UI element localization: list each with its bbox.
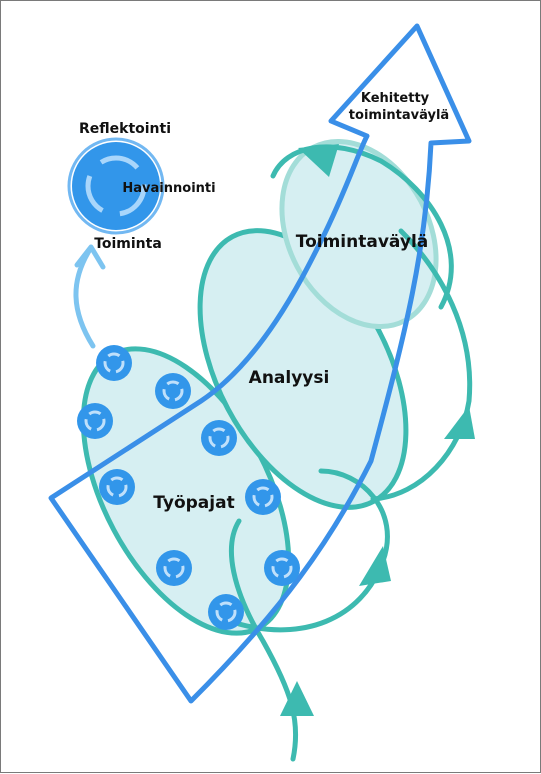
developed-pathway-arrow: [48, 23, 472, 704]
workshop-circle: [99, 469, 135, 505]
workshop-circle: [96, 345, 132, 381]
spiral-arrowhead-4: [298, 144, 339, 177]
phase-label-analysis: Analyysi: [249, 368, 330, 388]
cycle-middle-label: Havainnointi: [122, 181, 215, 196]
action-research-cycle: [67, 137, 165, 235]
spiral-arrowhead-2: [359, 546, 391, 586]
workshop-circle: [155, 373, 191, 409]
workshop-circle: [264, 550, 300, 586]
spiral-arrowhead-3: [444, 406, 475, 439]
workshop-circle: [208, 594, 244, 630]
phase-label-pathway: Toimintaväylä: [296, 232, 429, 252]
arrow-label-line2: toimintaväylä: [349, 108, 449, 123]
phase-label-workshops: Työpajat: [153, 493, 234, 513]
workshop-circle: [156, 550, 192, 586]
arrow-label-line1: Kehitetty: [361, 91, 430, 106]
workshop-circle: [245, 479, 281, 515]
spiral-arrowhead-1: [280, 681, 314, 716]
cycle-bottom-label: Toiminta: [94, 236, 162, 252]
cycle-top-label: Reflektointi: [79, 121, 171, 137]
workshop-circle: [77, 403, 113, 439]
workshop-circle: [201, 420, 237, 456]
cycle-link-arrow: [73, 248, 96, 349]
cycle-link-arrowhead: [74, 244, 106, 270]
workshop-markers: [77, 345, 300, 630]
